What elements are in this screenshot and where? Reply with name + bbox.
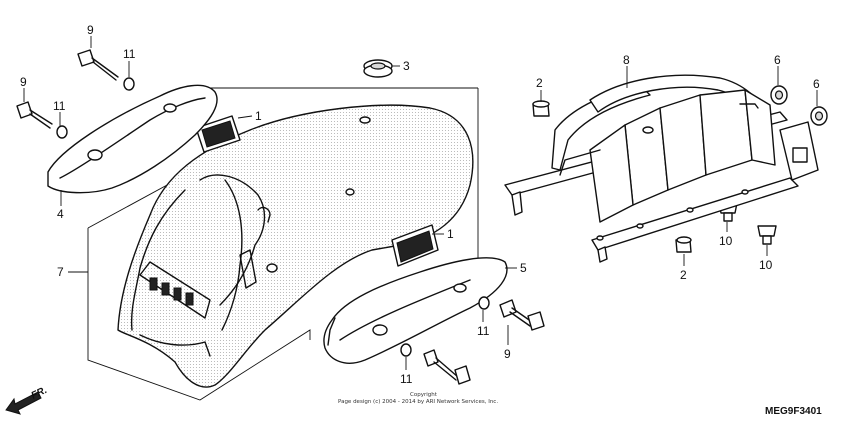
- callout-9: 9: [504, 347, 511, 361]
- callout-7: 7: [57, 265, 64, 279]
- diagram-ref-code: MEG9F3401: [765, 406, 822, 417]
- copyright-line: Page design (c) 2004 - 2014 by ARI Netwo…: [338, 399, 498, 405]
- fender-hook-row: [149, 277, 194, 306]
- callout-2: 2: [680, 268, 687, 282]
- direction-label: FR.: [30, 385, 49, 402]
- callout-5: 5: [520, 261, 527, 275]
- reflector-upper: [195, 115, 241, 153]
- grommet: [363, 59, 393, 78]
- washers: [56, 77, 490, 357]
- callout-11: 11: [477, 324, 490, 338]
- callout-2: 2: [536, 76, 543, 90]
- callout-6: 6: [774, 53, 781, 67]
- fender-stay-bracket: [504, 74, 819, 263]
- callout-4: 4: [57, 207, 64, 221]
- rear-fender: [117, 104, 474, 388]
- bolt-upper: [77, 49, 119, 81]
- callout-1: 1: [255, 109, 262, 123]
- callout-3: 3: [403, 59, 410, 73]
- reflector-lower: [391, 224, 439, 267]
- front-direction-arrow: FR.: [5, 385, 49, 415]
- bolt-right-lower: [423, 349, 471, 385]
- callout-10: 10: [719, 234, 733, 248]
- callout-6: 6: [813, 77, 820, 91]
- callout-numbers: 9 11 9 11 4 1 3 1 5 7 11 9 11 2 8 6 6 10…: [20, 23, 820, 386]
- bolt-right-upper: [499, 299, 545, 331]
- callout-8: 8: [623, 53, 630, 67]
- callout-11: 11: [400, 372, 413, 386]
- callout-1: 1: [447, 227, 454, 241]
- callout-10: 10: [759, 258, 773, 272]
- callout-9: 9: [87, 23, 94, 37]
- bolt-left: [16, 101, 53, 129]
- right-side-cover: [323, 257, 508, 364]
- left-side-cover: [47, 84, 218, 194]
- callout-11: 11: [53, 99, 66, 113]
- callout-11: 11: [123, 47, 136, 61]
- callout-9: 9: [20, 75, 27, 89]
- leader-lines: [23, 36, 818, 370]
- copyright-top: Copyright: [410, 392, 438, 398]
